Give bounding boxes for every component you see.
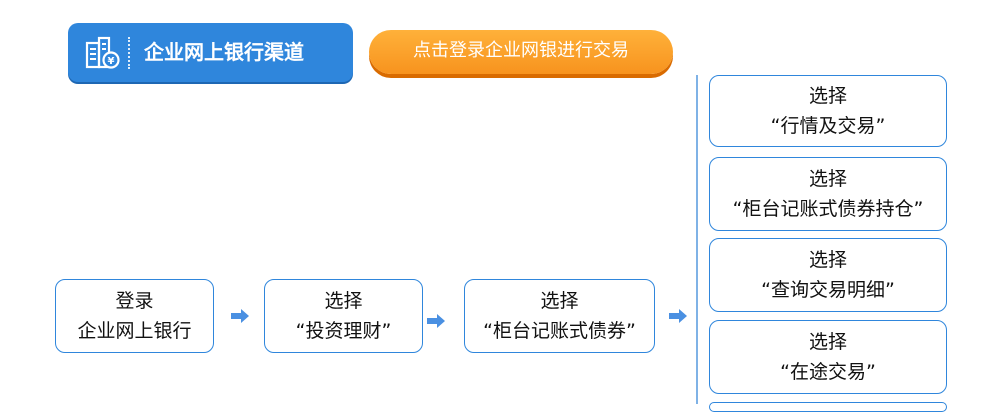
option-line1: 选择 <box>808 85 847 107</box>
option-line1: 选择 <box>808 249 847 271</box>
option-line2: “柜台记账式债券持仓” <box>732 198 924 220</box>
step-counter-bond: 选择 “柜台记账式债券” <box>464 279 655 353</box>
header-divider <box>128 37 130 69</box>
step-line2: “投资理财” <box>295 320 392 342</box>
option-line1: 选择 <box>808 168 847 190</box>
arrow-right-icon <box>231 309 249 323</box>
option-in-transit-trades: 选择 “在途交易” <box>709 320 947 394</box>
step-line2: 企业网上银行 <box>77 320 192 342</box>
step-investment: 选择 “投资理财” <box>264 279 423 353</box>
option-line2: “查询交易明细” <box>761 279 895 301</box>
option-line2: “行情及交易” <box>770 115 886 137</box>
arrow-right-icon <box>427 314 445 328</box>
branch-separator-line <box>696 75 698 404</box>
option-bond-holdings: 选择 “柜台记账式债券持仓” <box>709 157 947 231</box>
option-quote-trade: 选择 “行情及交易” <box>709 75 947 147</box>
login-cta-button[interactable]: 点击登录企业网银进行交易 <box>369 30 673 74</box>
channel-header-badge: ¥ 企业网上银行渠道 <box>68 23 353 82</box>
step-login-bank: 登录 企业网上银行 <box>55 279 214 353</box>
step-line1: 选择 <box>540 290 579 312</box>
login-cta-label: 点击登录企业网银进行交易 <box>413 40 629 61</box>
step-line2: “柜台记账式债券” <box>483 320 636 342</box>
step-line1: 登录 <box>115 290 154 312</box>
svg-text:¥: ¥ <box>108 56 115 67</box>
option-trade-details: 选择 “查询交易明细” <box>709 238 947 312</box>
arrow-right-icon <box>669 309 687 323</box>
option-line1: 选择 <box>808 331 847 353</box>
building-bank-icon: ¥ <box>85 36 120 69</box>
step-line1: 选择 <box>324 290 363 312</box>
option-line2: “在途交易” <box>780 361 876 383</box>
header-title: 企业网上银行渠道 <box>144 40 304 64</box>
